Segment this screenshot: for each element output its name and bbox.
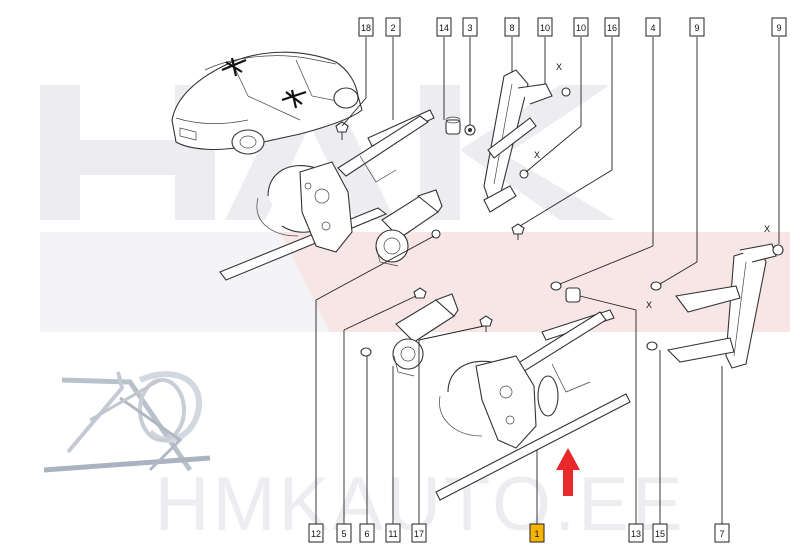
x-marks: X X X X (534, 62, 770, 310)
svg-text:14: 14 (439, 23, 449, 33)
washer-15 (646, 341, 658, 351)
svg-text:15: 15 (655, 529, 665, 539)
part-7-channel (666, 243, 777, 369)
callout-15: 15 (652, 523, 668, 543)
nut-9 (772, 244, 784, 256)
svg-text:11: 11 (388, 529, 397, 539)
bushing-13 (565, 287, 581, 303)
callout-10b: 10 (573, 17, 589, 37)
svg-text:6: 6 (364, 529, 369, 539)
watermark-h-bar (80, 140, 175, 175)
callout-12: 12 (308, 523, 324, 543)
part-8-channel (483, 69, 553, 213)
callout-11: 11 (385, 523, 401, 543)
svg-text:7: 7 (719, 529, 724, 539)
svg-text:4: 4 (650, 23, 655, 33)
car-mechanism-front-icon (221, 57, 247, 77)
callout-16: 16 (604, 17, 620, 37)
svg-text:13: 13 (631, 529, 641, 539)
x-mark-3: X (646, 300, 652, 310)
callout-1-highlighted: 1 (529, 523, 545, 543)
part-1-regulator (435, 309, 631, 501)
x-mark-2: X (534, 150, 540, 160)
svg-text:10: 10 (576, 23, 586, 33)
callout-3: 3 (462, 17, 478, 37)
svg-text:18: 18 (361, 23, 371, 33)
callout-2: 2 (385, 17, 401, 37)
callout-9b: 9 (771, 17, 787, 37)
regulator-photo (43, 371, 211, 473)
bolt-18 (335, 121, 349, 140)
callout-10a: 10 (537, 17, 553, 37)
washer-9 (650, 281, 662, 291)
svg-text:16: 16 (607, 23, 617, 33)
bolt-16 (511, 223, 525, 240)
bushing-14 (445, 116, 461, 135)
callout-5: 5 (336, 523, 352, 543)
red-arrow-icon (556, 448, 580, 496)
watermark-red-band (280, 232, 790, 332)
callout-9a: 9 (689, 17, 705, 37)
washer-4 (550, 281, 562, 291)
watermark-m (225, 85, 395, 220)
car-mechanism-side-icon (281, 89, 307, 109)
motor-lower (392, 293, 459, 377)
svg-text:2: 2 (390, 23, 395, 33)
bolt-5 (413, 287, 427, 299)
screw-10a (561, 87, 571, 97)
svg-text:9: 9 (776, 23, 781, 33)
watermark-h-left (40, 85, 80, 220)
callout-14: 14 (436, 17, 452, 37)
car-icon (171, 51, 363, 155)
fasteners (335, 87, 784, 357)
x-mark-1: X (556, 62, 562, 72)
nut-3 (464, 124, 476, 136)
svg-text:17: 17 (414, 529, 424, 539)
callout-4: 4 (645, 17, 661, 37)
svg-text:8: 8 (509, 23, 514, 33)
washer-6 (360, 347, 372, 357)
callouts-top: 18 2 14 3 8 10 10 16 4 9 9 (358, 17, 787, 37)
svg-text:10: 10 (540, 23, 550, 33)
callout-13: 13 (628, 523, 644, 543)
callout-17: 17 (411, 523, 427, 543)
part-2-regulator (219, 109, 435, 281)
svg-text:3: 3 (467, 23, 472, 33)
callout-8: 8 (504, 17, 520, 37)
svg-text:1: 1 (534, 529, 539, 539)
bolt-17 (479, 315, 493, 332)
svg-text:5: 5 (341, 529, 346, 539)
callout-18: 18 (358, 17, 374, 37)
svg-text:9: 9 (694, 23, 699, 33)
x-mark-4: X (764, 224, 770, 234)
svg-text:12: 12 (311, 529, 321, 539)
callouts-bottom: 12 5 6 11 17 1 13 15 7 (308, 523, 730, 543)
callout-7: 7 (714, 523, 730, 543)
leader-lines (315, 37, 780, 524)
callout-6: 6 (359, 523, 375, 543)
